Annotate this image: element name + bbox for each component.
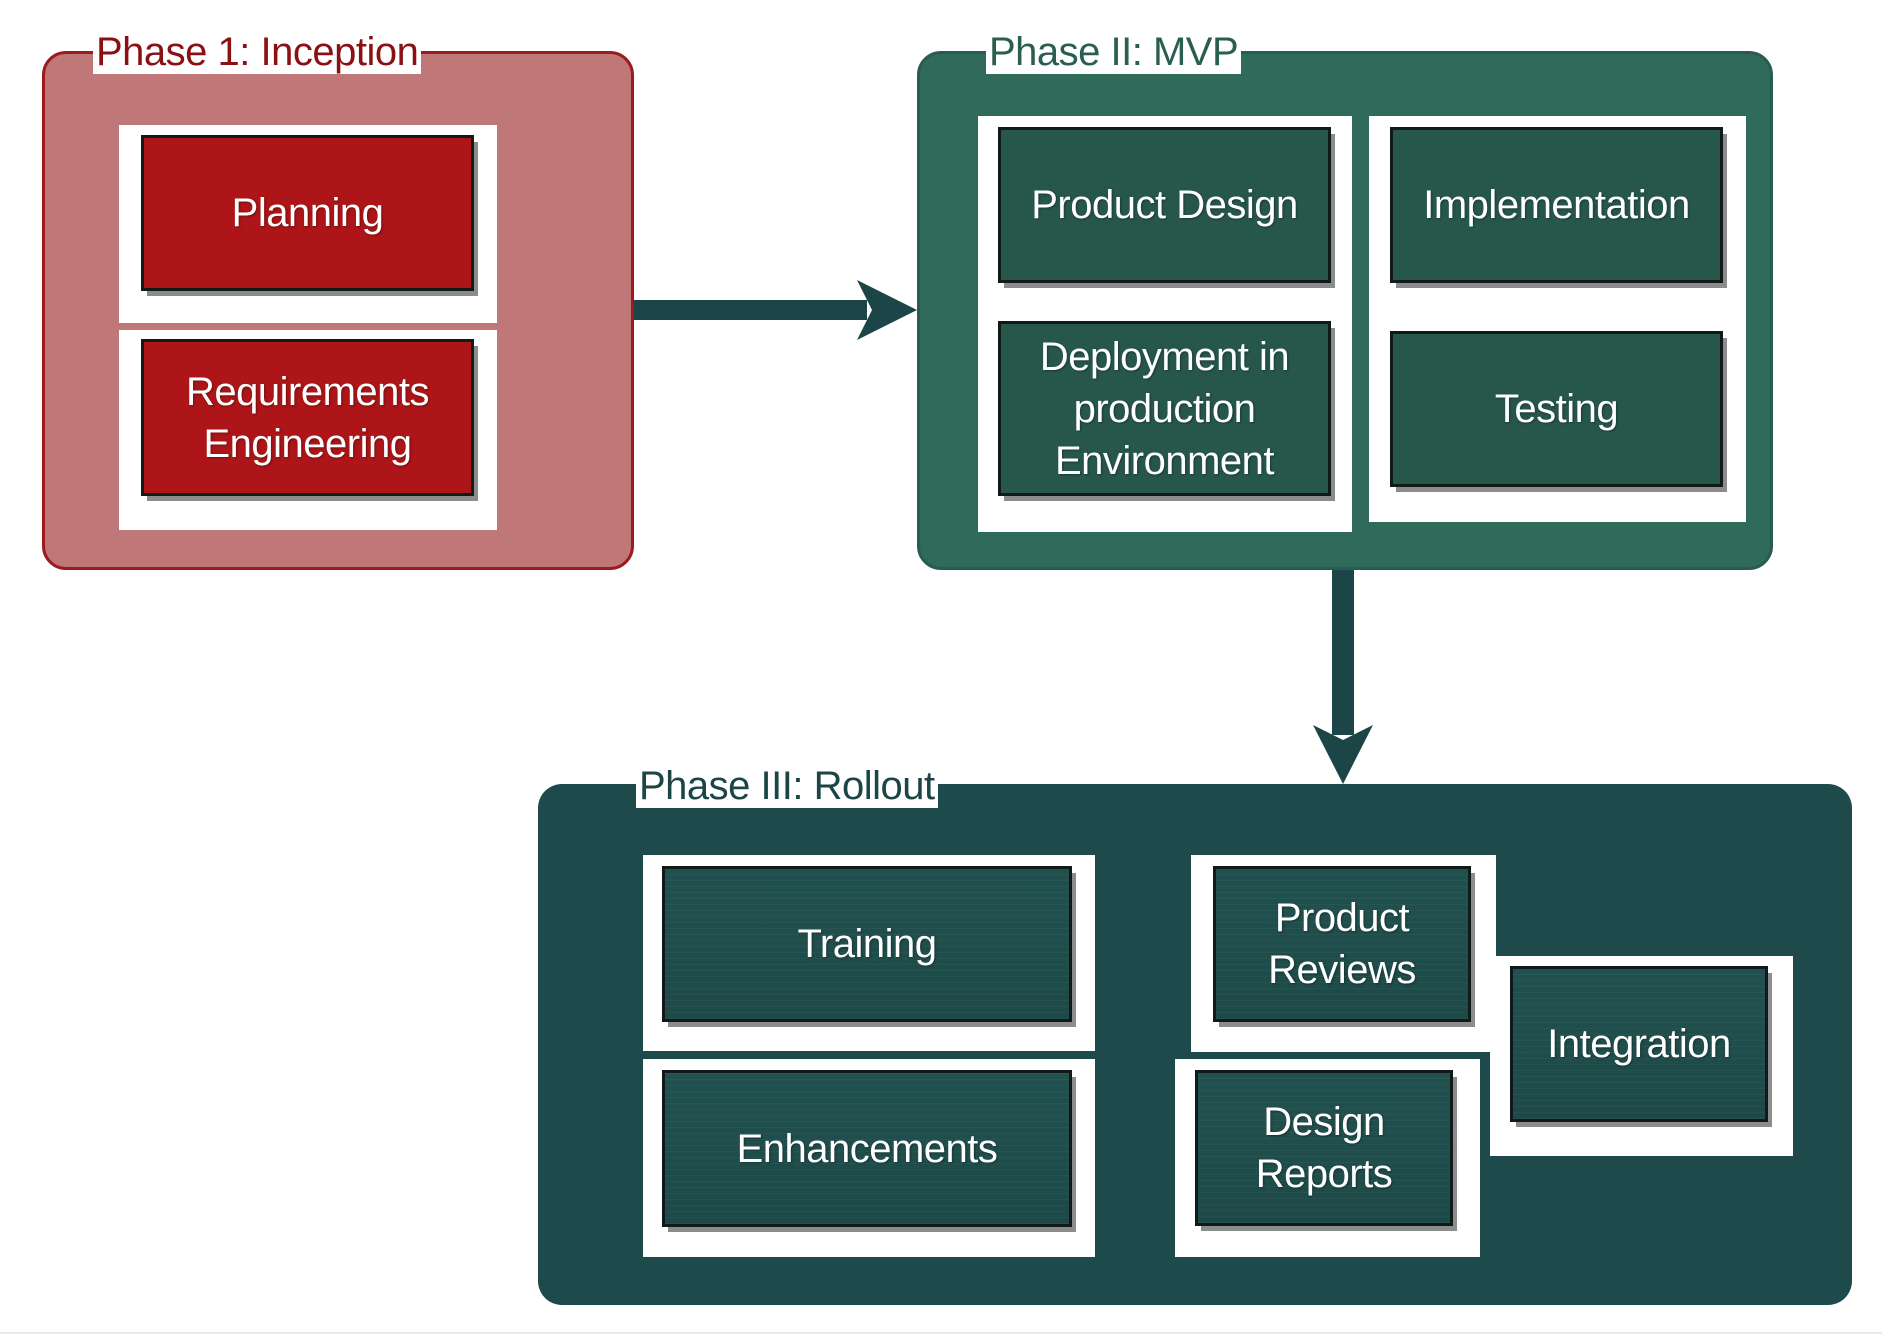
- task-implementation-label: Implementation: [1423, 183, 1690, 227]
- phase-2-title: Phase II: MVP: [986, 30, 1242, 74]
- task-enhancements-label: Enhancements: [736, 1126, 998, 1171]
- bottom-divider: [0, 1332, 1882, 1334]
- task-product-reviews: Product Reviews: [1202, 866, 1480, 1033]
- task-product-reviews-label: Product Reviews: [1268, 896, 1416, 992]
- arrow-phase2-to-phase3-head: [1313, 725, 1373, 784]
- task-testing: Testing: [1379, 331, 1732, 498]
- task-requirements-engineering: Requirements Engineering: [130, 339, 483, 507]
- arrow-phase1-to-phase2-head: [857, 280, 917, 340]
- task-training: Training: [651, 866, 1081, 1033]
- arrow-phase1-to-phase2-shaft: [634, 300, 867, 320]
- phase-1-title: Phase 1: Inception: [93, 30, 422, 74]
- task-training-label: Training: [797, 922, 937, 966]
- task-testing-label: Testing: [1494, 387, 1619, 431]
- task-planning-label: Planning: [231, 191, 384, 235]
- task-integration-label: Integration: [1547, 1022, 1731, 1066]
- task-design-reports: Design Reports: [1184, 1070, 1462, 1237]
- task-integration: Integration: [1499, 966, 1777, 1133]
- task-requirements-engineering-label: Requirements Engineering: [185, 369, 430, 466]
- task-deployment-label: Deployment in production Environment: [1039, 334, 1290, 483]
- arrow-phase2-to-phase3-shaft: [1332, 570, 1354, 735]
- phase-3-title: Phase III: Rollout: [636, 764, 938, 808]
- task-deployment: Deployment in production Environment: [987, 321, 1340, 507]
- task-design-reports-label: Design Reports: [1255, 1100, 1393, 1196]
- task-product-design-label: Product Design: [1031, 183, 1298, 227]
- task-implementation: Implementation: [1379, 127, 1732, 294]
- task-planning: Planning: [130, 135, 483, 302]
- task-enhancements: Enhancements: [651, 1070, 1081, 1238]
- task-product-design: Product Design: [987, 127, 1340, 294]
